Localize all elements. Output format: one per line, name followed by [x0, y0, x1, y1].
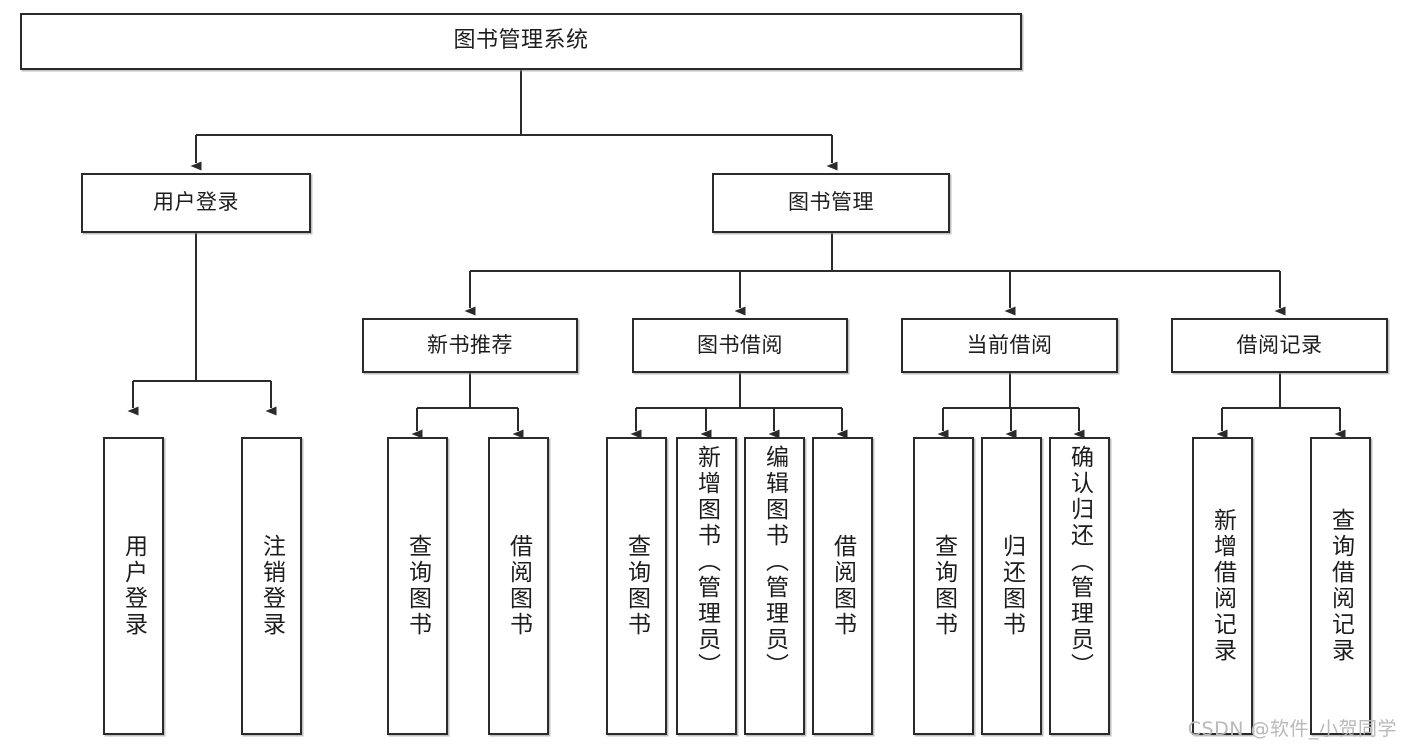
node-label: 查询图书 [623, 534, 650, 638]
node-label: 新增图书（管理员） [693, 445, 720, 679]
leaf-user-login-login[interactable]: 用户登录 [103, 437, 164, 735]
leaf-current-borrow-confirm-return-admin[interactable]: 确认归还（管理员） [1049, 437, 1110, 735]
node-label: 新书推荐 [427, 332, 513, 357]
node-label: 借阅图书 [505, 534, 532, 638]
node-label: 注销登录 [258, 534, 285, 638]
leaf-book-borrow-add-book-admin[interactable]: 新增图书（管理员） [676, 437, 737, 735]
node-label: 借阅图书 [829, 534, 856, 638]
node-label: 归还图书 [998, 534, 1025, 638]
leaf-book-borrow-query-book[interactable]: 查询图书 [606, 437, 667, 735]
node-root-book-management-system[interactable]: 图书管理系统 [20, 13, 1022, 70]
node-borrowing-record[interactable]: 借阅记录 [1171, 318, 1388, 373]
leaf-new-book-query-book[interactable]: 查询图书 [387, 437, 448, 735]
node-label: 图书借阅 [697, 332, 783, 357]
leaf-borrow-record-query-record[interactable]: 查询借阅记录 [1310, 437, 1371, 735]
node-label: 图书管理系统 [453, 28, 589, 54]
node-label: 借阅记录 [1236, 332, 1323, 357]
leaf-current-borrow-query-book[interactable]: 查询图书 [913, 437, 974, 735]
node-current-borrowing[interactable]: 当前借阅 [901, 318, 1118, 373]
node-user-login[interactable]: 用户登录 [81, 173, 311, 233]
leaf-book-borrow-edit-book-admin[interactable]: 编辑图书（管理员） [744, 437, 805, 735]
node-label: 用户登录 [120, 534, 147, 638]
node-label: 图书管理 [788, 190, 874, 215]
leaf-borrow-record-add-record[interactable]: 新增借阅记录 [1192, 437, 1253, 735]
node-book-management[interactable]: 图书管理 [712, 173, 950, 233]
node-label: 编辑图书（管理员） [761, 445, 788, 679]
node-label: 新增借阅记录 [1209, 508, 1236, 664]
node-book-borrowing[interactable]: 图书借阅 [632, 318, 848, 373]
leaf-book-borrow-borrow-book[interactable]: 借阅图书 [812, 437, 873, 735]
leaf-current-borrow-return-book[interactable]: 归还图书 [981, 437, 1042, 735]
node-label: 查询图书 [930, 534, 957, 638]
node-label: 用户登录 [153, 190, 239, 215]
csdn-watermark: CSDN @软件_小贺同学 [1187, 718, 1397, 740]
node-label: 查询图书 [404, 534, 431, 638]
node-label: 确认归还（管理员） [1066, 445, 1093, 679]
node-label: 当前借阅 [966, 332, 1053, 357]
node-label: 查询借阅记录 [1327, 508, 1354, 664]
node-new-book-recommendation[interactable]: 新书推荐 [362, 318, 578, 373]
leaf-user-login-logout[interactable]: 注销登录 [241, 437, 302, 735]
leaf-new-book-borrow-book[interactable]: 借阅图书 [488, 437, 549, 735]
